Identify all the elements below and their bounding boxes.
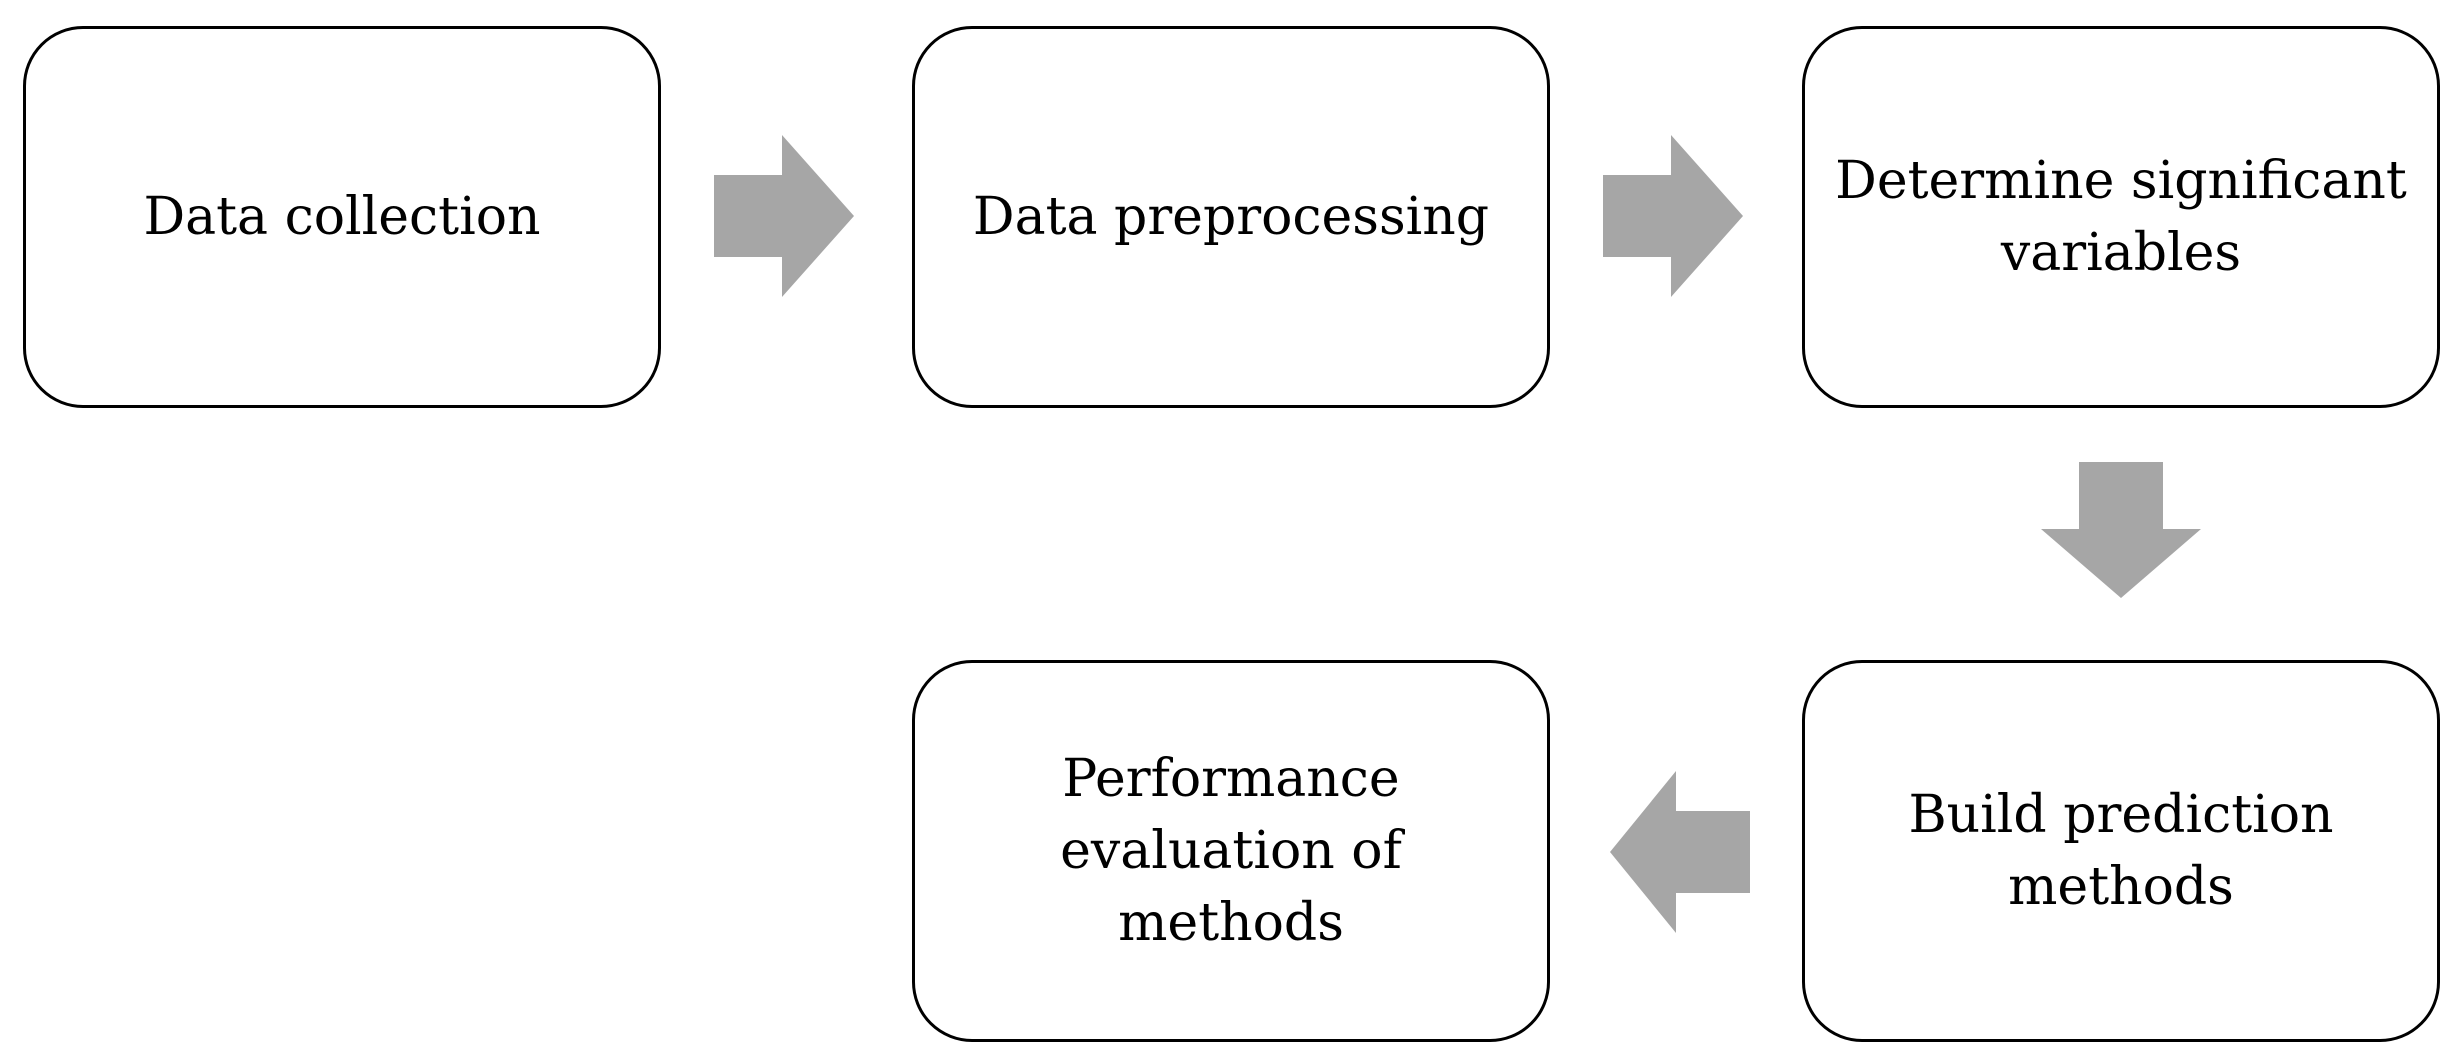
- step-box-performance-evaluation: Performance evaluation of methods: [912, 660, 1550, 1042]
- arrow-right-icon: [1603, 135, 1743, 297]
- arrow-left-icon: [1610, 771, 1750, 933]
- step-box-data-collection: Data collection: [23, 26, 661, 408]
- step-label-determine-significant-variables: Determine significant variables: [1835, 151, 2407, 283]
- step-label-data-preprocessing: Data preprocessing: [972, 187, 1490, 247]
- arrow-right-icon: [714, 135, 854, 297]
- step-label-build-prediction-methods: Build prediction methods: [1908, 785, 2334, 917]
- step-box-determine-significant-variables: Determine significant variables: [1802, 26, 2440, 408]
- step-box-data-preprocessing: Data preprocessing: [912, 26, 1550, 408]
- step-label-data-collection: Data collection: [143, 187, 541, 247]
- step-label-performance-evaluation: Performance evaluation of methods: [1060, 749, 1402, 953]
- arrow-down-icon: [2041, 462, 2201, 598]
- step-box-build-prediction-methods: Build prediction methods: [1802, 660, 2440, 1042]
